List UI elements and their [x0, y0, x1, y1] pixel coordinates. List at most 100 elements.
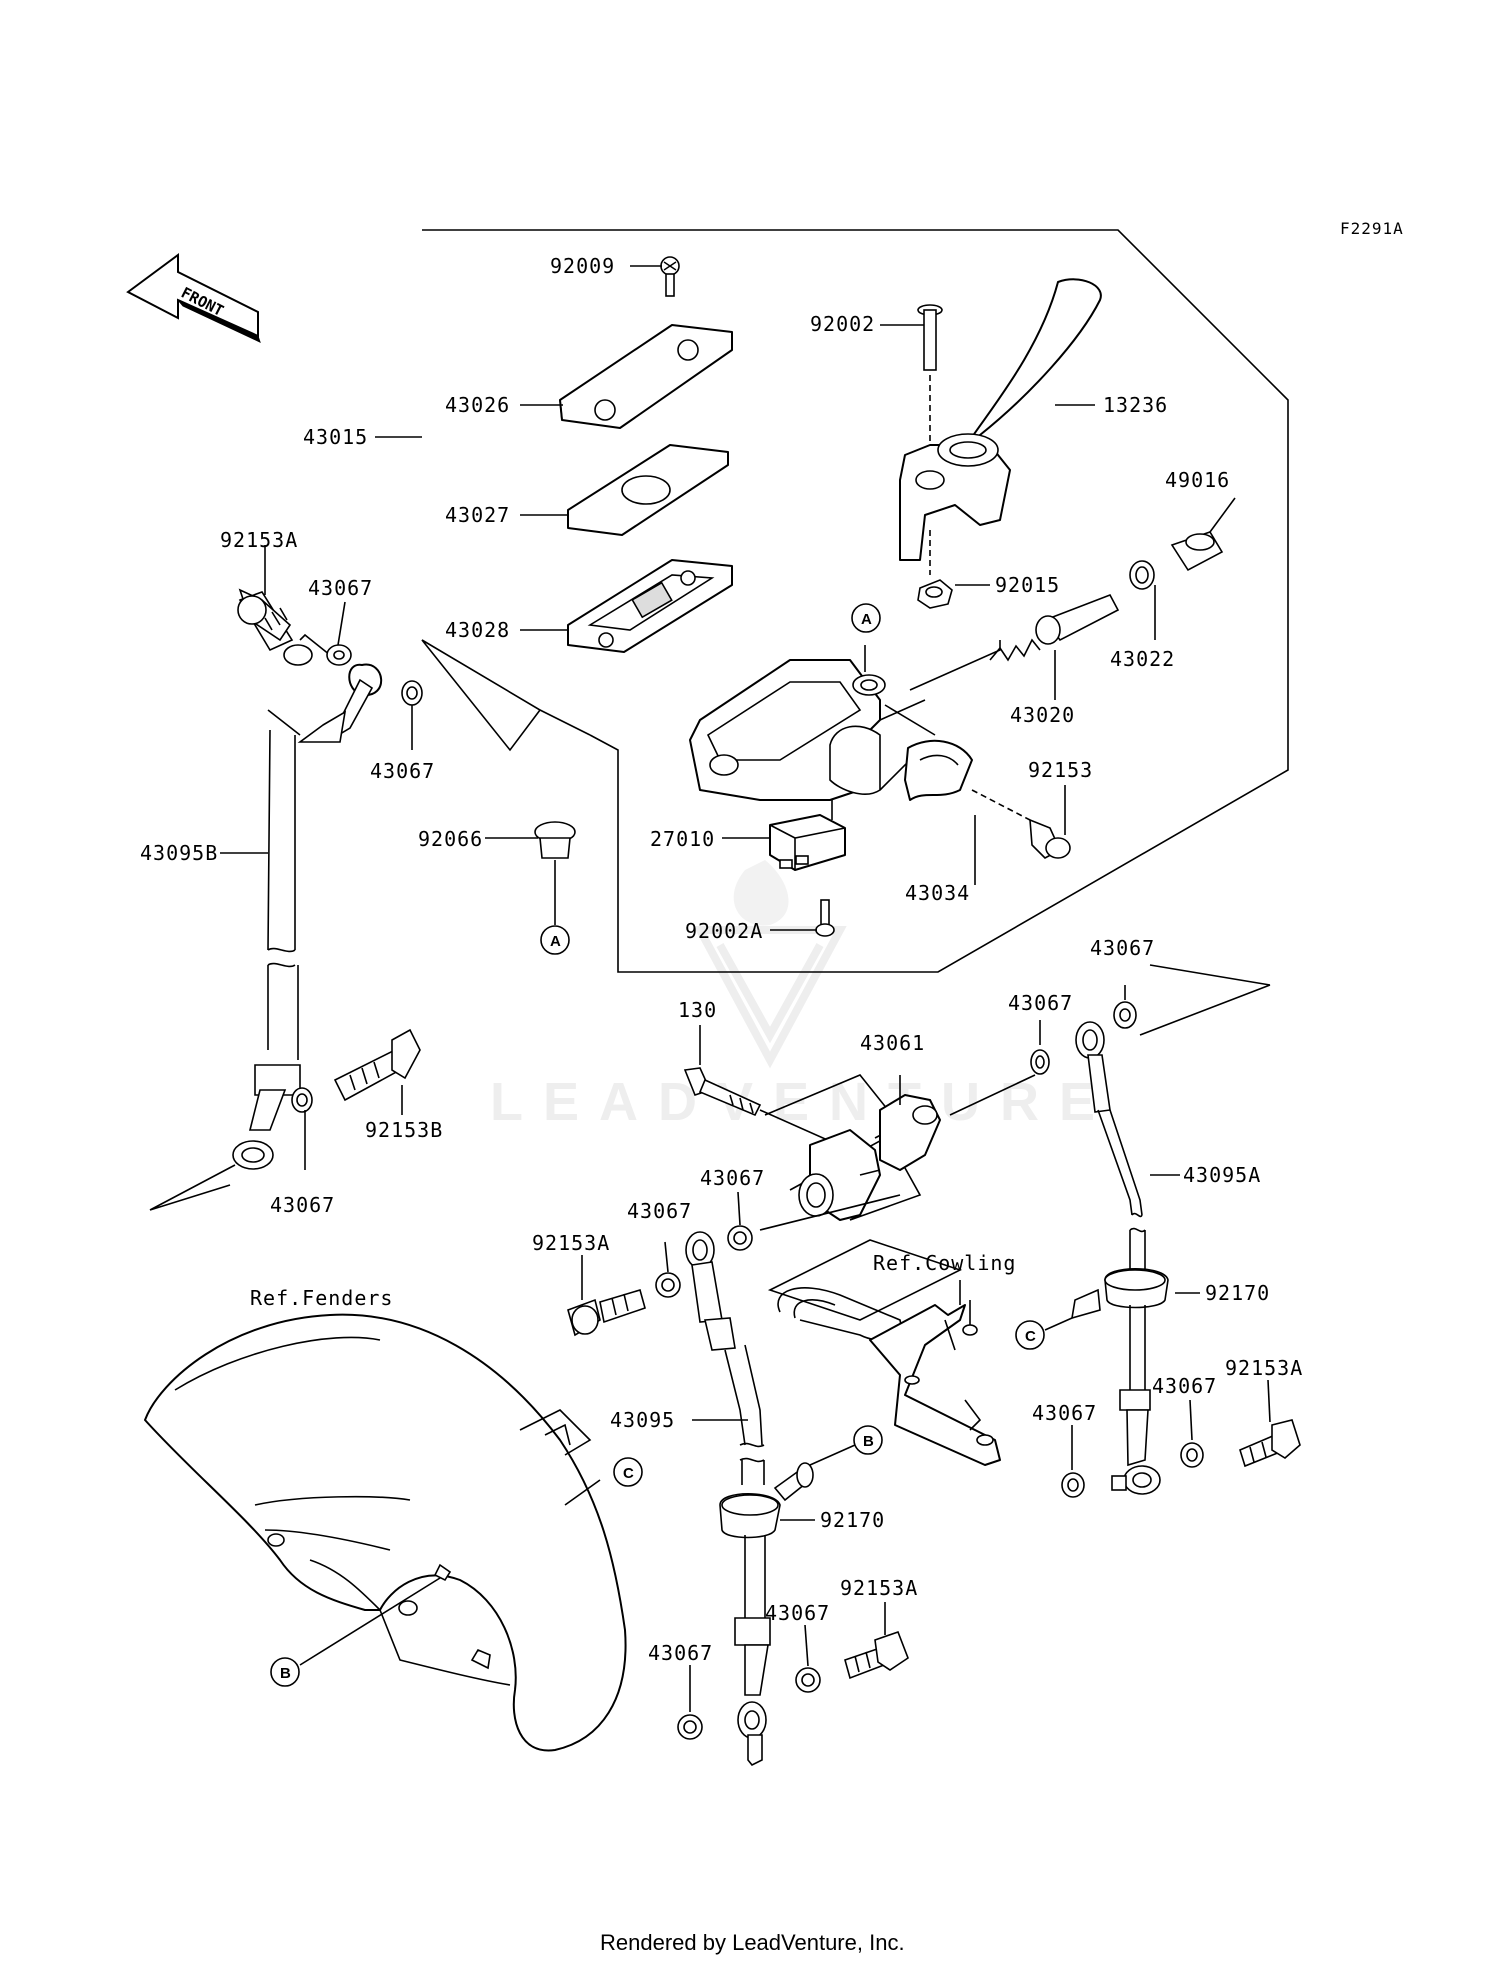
label-43020: 43020: [1010, 703, 1075, 727]
label-43095B: 43095B: [140, 841, 218, 865]
label-43095A: 43095A: [1183, 1163, 1261, 1187]
brake-hose-43095A: [1044, 1021, 1200, 1495]
label-43095: 43095: [610, 1408, 675, 1432]
label-13236: 13236: [1103, 393, 1168, 417]
bolt-92153B: [333, 1028, 421, 1115]
label-43067-i: 43067: [765, 1601, 830, 1625]
label-43067-k: 43067: [1152, 1374, 1217, 1398]
watermark: LEADVENTURE: [490, 860, 1115, 1132]
bolt-92153A-right: [1239, 1379, 1301, 1468]
label-43026: 43026: [445, 393, 510, 417]
label-43061: 43061: [860, 1031, 925, 1055]
washer-43067-b: [401, 680, 423, 706]
washer-43067-h: [677, 1665, 703, 1740]
label-92153B: 92153B: [365, 1118, 443, 1142]
brake-hose-43095B: [149, 591, 383, 1211]
marker-a-bottom-text: A: [550, 933, 561, 950]
marker-c-hose: C: [1015, 1320, 1045, 1350]
front-arrow: FRONT: [126, 253, 261, 343]
screw-92009: [660, 256, 680, 297]
front-fender: [144, 1313, 627, 1752]
label-43027: 43027: [445, 503, 510, 527]
label-92153A-lower: 92153A: [840, 1576, 918, 1600]
washer-43067-g: [1113, 964, 1271, 1036]
washer-43067-a: [326, 644, 352, 666]
label-43028: 43028: [445, 618, 510, 642]
dust-boot-49016: [1170, 531, 1224, 572]
washer-43067-i: [795, 1624, 821, 1693]
label-43067-e: 43067: [700, 1166, 765, 1190]
bolt-92153A-middle: [567, 1255, 646, 1337]
marker-a-top: A: [851, 603, 881, 633]
clamp-43034: [904, 739, 1031, 821]
watermark-text: LEADVENTURE: [490, 1072, 1115, 1132]
washer-43067-e: [727, 1191, 753, 1251]
washer-43067-j: [1061, 1425, 1085, 1498]
marker-a-top-text: A: [861, 611, 872, 628]
label-92153: 92153: [1028, 758, 1093, 782]
marker-a-bottom: A: [540, 925, 570, 955]
diaphragm-plate-43027: [567, 444, 729, 536]
assembly-outline: [421, 229, 1289, 973]
ref-cowling: Ref.Cowling: [873, 1251, 1016, 1275]
cap-92066: [534, 821, 576, 859]
assembly-outline-gap: [539, 709, 591, 736]
brake-switch-27010: [769, 800, 846, 871]
marker-b-hose-text: B: [863, 1433, 874, 1450]
marker-b-fender-text: B: [280, 1665, 291, 1682]
leader-lines: [375, 265, 1236, 931]
label-92002A: 92002A: [685, 919, 763, 943]
bolt-92153A-lower: [844, 1602, 909, 1680]
footer-credit: Rendered by LeadVenture, Inc.: [600, 1930, 905, 1955]
marker-c-fender-text: C: [623, 1465, 634, 1482]
label-43067-g: 43067: [1090, 936, 1155, 960]
label-92002: 92002: [810, 312, 875, 336]
label-49016: 49016: [1165, 468, 1230, 492]
nut-92015: [917, 579, 953, 609]
marker-c-fender: C: [613, 1457, 643, 1487]
label-92170-lower: 92170: [820, 1508, 885, 1532]
label-92153A-right: 92153A: [1225, 1356, 1303, 1380]
screw-92002A: [815, 899, 835, 937]
marker-c-hose-text: C: [1025, 1328, 1036, 1345]
label-43067-j: 43067: [1032, 1401, 1097, 1425]
label-43067-a: 43067: [308, 576, 373, 600]
bolt-92153: [1029, 818, 1071, 859]
label-92066: 92066: [418, 827, 483, 851]
washer-43067-c: [291, 1087, 313, 1113]
piston-43020: [989, 593, 1120, 680]
label-43067-c: 43067: [270, 1193, 335, 1217]
label-130: 130: [678, 998, 717, 1022]
part-labels: 92009 92002 43026 13236 43015 49016 4302…: [140, 254, 1303, 1665]
label-43067-f: 43067: [627, 1199, 692, 1223]
label-43067-h: 43067: [648, 1641, 713, 1665]
diagram-code: F2291A: [1340, 219, 1404, 238]
diaphragm-43028: [567, 559, 733, 653]
marker-b-fender: B: [270, 1657, 300, 1687]
master-cylinder-body: [689, 640, 1001, 801]
joint-43061: [759, 1074, 1036, 1231]
label-92170-right: 92170: [1205, 1281, 1270, 1305]
label-43034: 43034: [905, 881, 970, 905]
circlip-43022: [1129, 560, 1155, 590]
washer-43067-d: [1030, 1020, 1050, 1075]
label-92153A-upper: 92153A: [220, 528, 298, 552]
marker-b-hose: B: [853, 1425, 883, 1455]
label-92153A-middle: 92153A: [532, 1231, 610, 1255]
washer-43067-f: [655, 1241, 681, 1298]
label-92015: 92015: [995, 573, 1060, 597]
pivot-bolt-92002: [917, 304, 943, 470]
bolt-92153A-upper: [237, 588, 292, 642]
label-43015: 43015: [303, 425, 368, 449]
label-92009: 92009: [550, 254, 615, 278]
brake-lever-13236: [899, 278, 1102, 575]
reservoir-cap-43026: [559, 324, 733, 429]
leader-lines-left: [220, 545, 413, 1170]
cowling-bracket: [767, 1239, 1001, 1466]
label-43022: 43022: [1110, 647, 1175, 671]
washer-43067-k: [1180, 1399, 1204, 1468]
label-27010: 27010: [650, 827, 715, 851]
label-43067-d: 43067: [1008, 991, 1073, 1015]
label-43067-b: 43067: [370, 759, 435, 783]
